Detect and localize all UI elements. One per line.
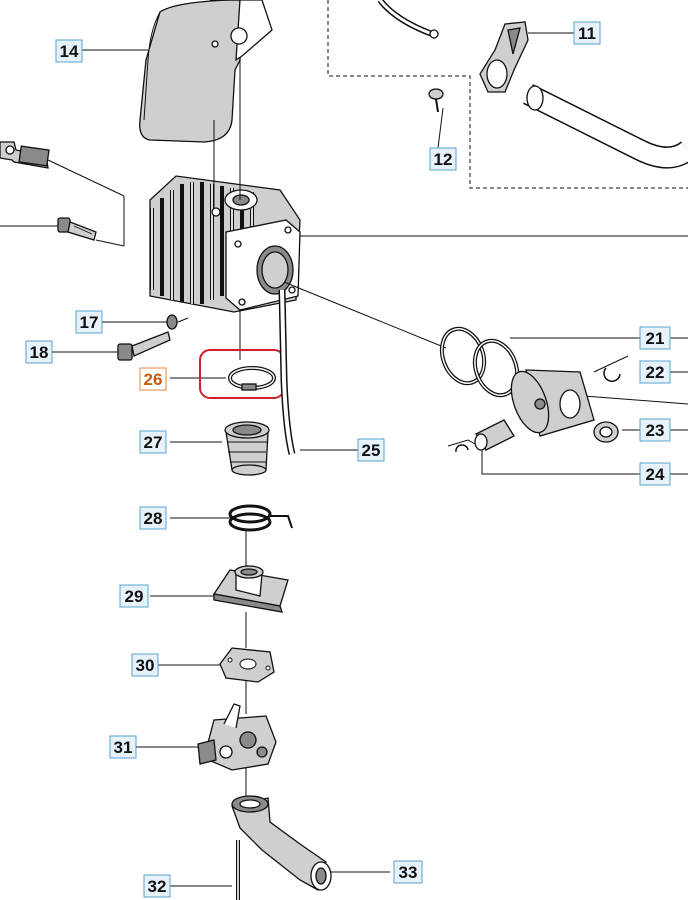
svg-text:27: 27 — [144, 433, 163, 452]
svg-text:23: 23 — [646, 421, 665, 440]
svg-text:28: 28 — [144, 509, 163, 528]
intake-adapter — [212, 565, 289, 613]
callout-26[interactable]: 26 — [139, 367, 167, 391]
air-intake — [231, 795, 332, 891]
callout-22[interactable]: 22 — [639, 360, 671, 384]
handle-bar — [377, 0, 688, 169]
callout-28[interactable]: 28 — [139, 506, 167, 530]
circlip-22 — [603, 367, 621, 382]
callout-29[interactable]: 29 — [119, 584, 149, 608]
svg-text:21: 21 — [646, 329, 665, 348]
svg-text:33: 33 — [399, 863, 418, 882]
svg-text:24: 24 — [646, 465, 665, 484]
callout-32[interactable]: 32 — [143, 874, 171, 898]
svg-text:31: 31 — [114, 738, 133, 757]
svg-text:30: 30 — [136, 656, 155, 675]
cylinder-bolt — [57, 217, 97, 241]
bolt-18 — [117, 331, 171, 361]
screw-12 — [428, 88, 444, 113]
callout-17[interactable]: 17 — [75, 310, 103, 334]
svg-text:17: 17 — [80, 313, 99, 332]
svg-text:22: 22 — [646, 363, 665, 382]
svg-text:26: 26 — [144, 370, 163, 389]
needle-bearing — [593, 421, 619, 443]
leader-lines — [0, 32, 688, 887]
callout-18[interactable]: 18 — [25, 340, 53, 364]
callout-27[interactable]: 27 — [139, 430, 167, 454]
svg-text:11: 11 — [578, 24, 596, 43]
svg-text:14: 14 — [60, 42, 79, 61]
piston — [510, 369, 595, 437]
svg-text:25: 25 — [362, 441, 381, 460]
svg-text:32: 32 — [148, 877, 167, 896]
callout-33[interactable]: 33 — [393, 860, 423, 884]
cylinder-block — [149, 175, 301, 313]
spring-28 — [228, 504, 293, 532]
intake-boot — [224, 421, 270, 476]
svg-text:18: 18 — [30, 343, 49, 362]
carburetor — [197, 703, 277, 771]
piston-pin — [455, 419, 515, 453]
callout-23[interactable]: 23 — [639, 418, 671, 442]
svg-text:29: 29 — [125, 587, 144, 606]
callout-31[interactable]: 31 — [109, 735, 137, 759]
assembly-boundary — [327, 0, 688, 189]
piston-rings — [439, 326, 520, 398]
spark-plug — [0, 141, 50, 169]
bolt-17 — [166, 314, 189, 330]
gasket — [219, 647, 275, 683]
callout-21[interactable]: 21 — [639, 326, 671, 350]
callout-30[interactable]: 30 — [131, 653, 159, 677]
clamp-ring-26 — [228, 366, 276, 391]
callout-25[interactable]: 25 — [357, 438, 385, 462]
callout-24[interactable]: 24 — [639, 462, 671, 486]
cylinder-cover — [139, 0, 273, 143]
throttle-lever — [479, 21, 529, 93]
callout-14[interactable]: 14 — [55, 39, 83, 63]
callout-12[interactable]: 12 — [429, 147, 457, 171]
callout-11[interactable]: 11 — [573, 21, 601, 45]
svg-text:12: 12 — [434, 150, 453, 169]
